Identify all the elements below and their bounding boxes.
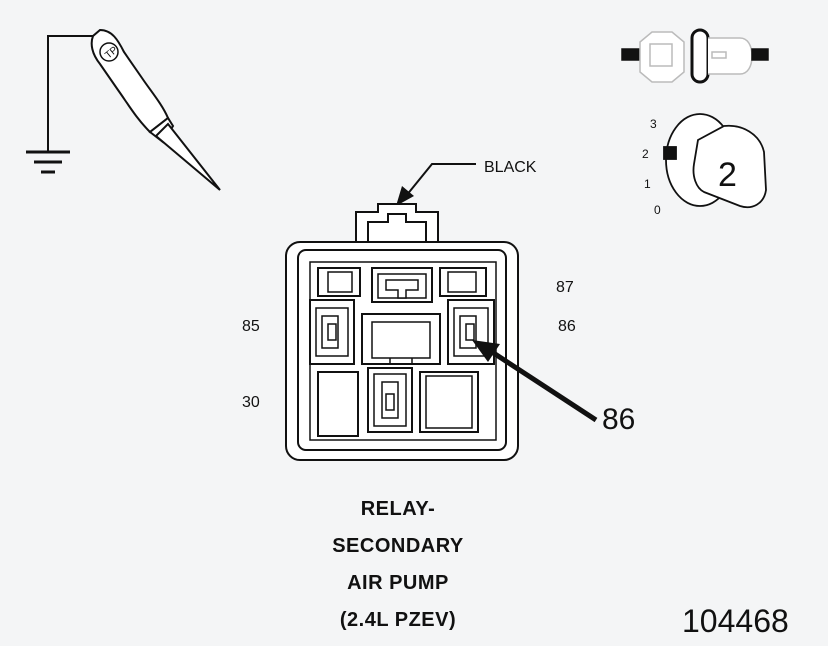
probe-wire: [47, 35, 97, 152]
caption-line-3: AIR PUMP: [347, 572, 449, 594]
ignition-position-0: 0: [654, 203, 661, 217]
pin-callout-arrow: [472, 340, 598, 423]
terminal-85: [309, 299, 355, 365]
caption-line-2: SECONDARY: [332, 535, 464, 557]
pin-callout-label: 86: [602, 403, 635, 436]
ignition-position-1: 1: [644, 177, 651, 191]
ignition-switch-icon: [621, 28, 769, 84]
ignition-key-icon: [663, 113, 767, 209]
ground-icon: [26, 150, 70, 174]
cavity-center: [361, 313, 441, 365]
wire-color-label: BLACK: [484, 159, 537, 176]
ignition-position-2: 2: [642, 147, 649, 161]
wire-color-callout: [396, 163, 476, 206]
pin-label-87: 87: [556, 279, 574, 296]
terminal-top: [371, 267, 433, 303]
terminal-bottom: [367, 367, 413, 433]
pin-label-30: 30: [242, 394, 260, 411]
cavity-30: [317, 371, 359, 437]
ignition-position-3: 3: [650, 117, 657, 131]
ground-probe-group: TP: [26, 28, 221, 191]
ignition-key-label: 2: [718, 156, 737, 194]
relay-connector: [285, 203, 519, 461]
caption-line-4: (2.4L PZEV): [339, 609, 457, 631]
ignition-positions: 3 2 1 0 2: [642, 117, 737, 217]
caption-line-1: RELAY-: [360, 498, 436, 520]
figure-number: 104468: [682, 603, 789, 639]
test-probe-icon: TP: [90, 28, 221, 191]
terminal-86: [447, 299, 495, 365]
pin-label-86: 86: [558, 318, 576, 335]
pin-label-85: 85: [242, 318, 260, 335]
